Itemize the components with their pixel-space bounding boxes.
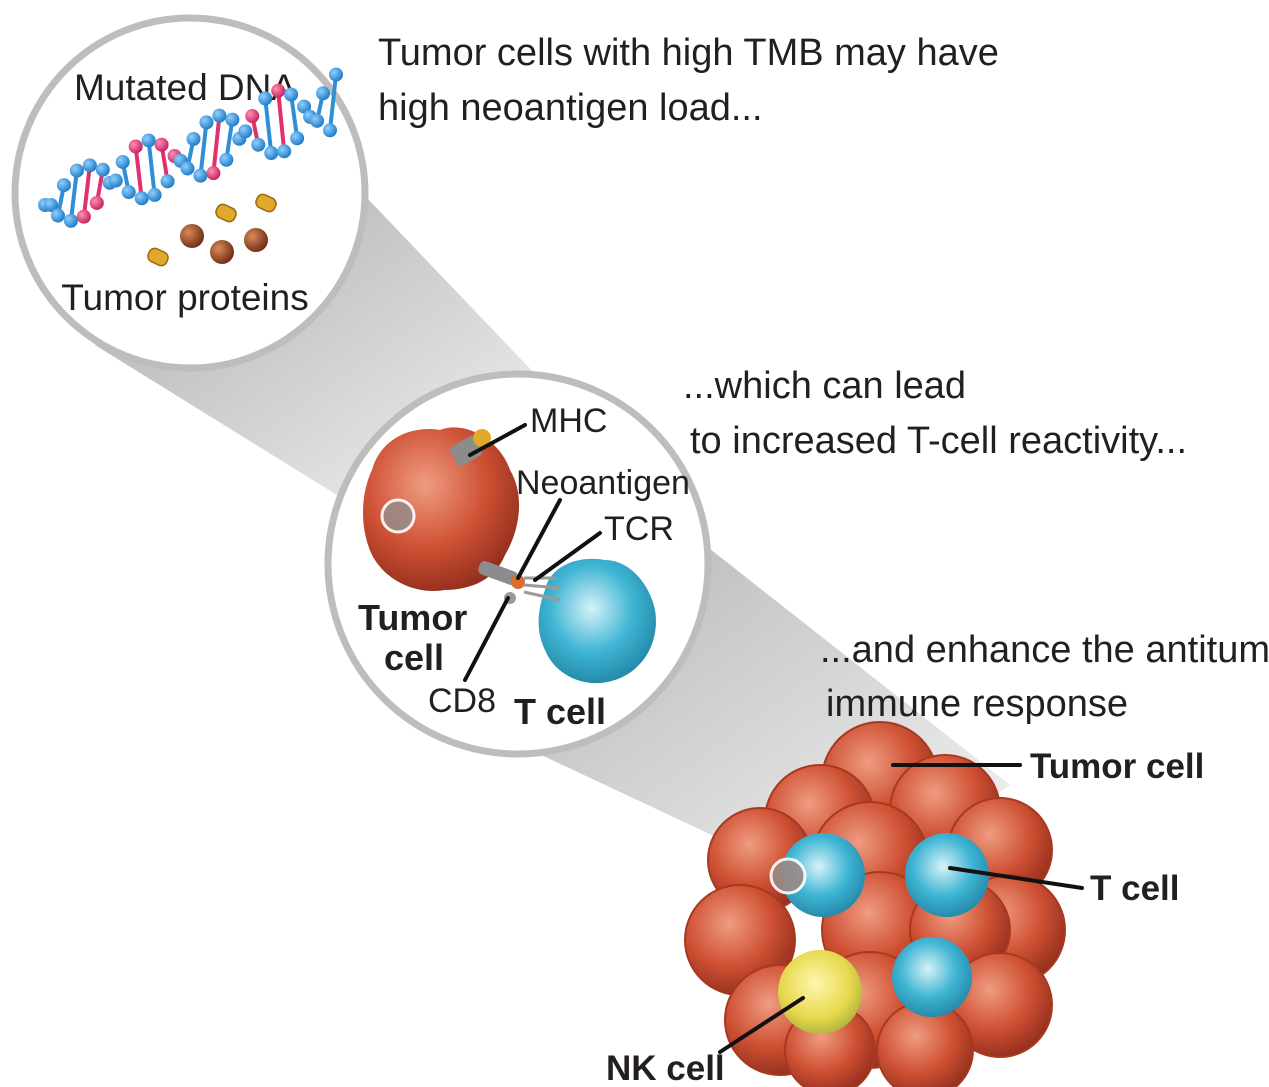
synapse-tumor-cell-label-line1: Tumor xyxy=(358,597,467,638)
tumor-proteins-label: Tumor proteins xyxy=(61,277,308,318)
dna-nucleotide xyxy=(160,174,175,189)
dna-nucleotide xyxy=(95,162,110,177)
dna-nucleotide xyxy=(284,87,299,102)
dna-nucleotide xyxy=(128,139,143,154)
dna-nucleotide xyxy=(69,163,84,178)
dna-nucleotide xyxy=(310,113,325,128)
caption-tmb-line1: Tumor cells with high TMB may have xyxy=(378,32,999,74)
dna-panel-circle xyxy=(11,14,369,372)
neoantigen-leader-line xyxy=(516,498,562,580)
dna-nucleotide xyxy=(199,115,214,130)
dna-nucleotide xyxy=(264,146,279,161)
dna-nucleotide xyxy=(82,158,97,173)
dna-nucleotide xyxy=(258,91,273,106)
t-cell-cluster-1 xyxy=(781,833,865,917)
dna-nucleotide xyxy=(245,109,260,124)
dna-nucleotide xyxy=(323,123,337,138)
dna-nucleotide xyxy=(316,86,331,101)
t-cell-cluster-2 xyxy=(905,833,989,917)
dna-base-pair xyxy=(211,115,222,174)
cd8-label: CD8 xyxy=(428,682,496,720)
nk-cell-leader xyxy=(718,996,805,1054)
mhc-leader-line xyxy=(468,423,527,457)
dna-nucleotide xyxy=(134,191,149,206)
nk-cell-label: NK cell xyxy=(606,1049,725,1087)
dna-nucleotide xyxy=(206,166,221,181)
dna-nucleotide xyxy=(89,195,104,210)
dna-base-pair xyxy=(133,146,144,199)
caption-tcell-line1: ...which can lead xyxy=(683,365,966,407)
cd8-leader-line xyxy=(463,596,510,682)
tumor-cell-icon xyxy=(363,427,520,591)
dna-nucleotide xyxy=(76,209,91,224)
dna-nucleotide xyxy=(193,168,208,183)
dna-nucleotide xyxy=(121,185,136,200)
caption-antitumor-line1: ...and enhance the antitumor xyxy=(820,629,1269,671)
dna-nucleotide xyxy=(154,137,169,152)
dna-base-pair xyxy=(263,98,274,154)
dna-base-pair xyxy=(81,165,92,217)
dna-nucleotide xyxy=(290,131,305,146)
caption-tmb-line2: high neoantigen load... xyxy=(378,87,763,129)
dna-panel: Mutated DNA Tumor proteins xyxy=(11,14,369,372)
dna-nucleotide xyxy=(63,213,78,228)
neoantigen-label: Neoantigen xyxy=(516,464,690,502)
synapse-t-cell-label: T cell xyxy=(514,691,606,732)
dna-nucleotide xyxy=(225,112,240,127)
tcr-leader-line xyxy=(533,531,602,582)
cluster-t-cell-label: T cell xyxy=(1090,869,1179,908)
cluster-tumor-cell-label: Tumor cell xyxy=(1030,747,1204,786)
dna-nucleotide xyxy=(50,208,65,223)
dna-nucleotide xyxy=(251,137,266,152)
dna-nucleotide xyxy=(56,178,71,193)
mhc-icon xyxy=(449,429,491,467)
dna-nucleotide xyxy=(219,152,234,167)
dna-nucleotide xyxy=(212,108,227,123)
cell-cluster xyxy=(684,721,1066,1087)
tumor-proteins-icon xyxy=(147,193,277,267)
t-cell-cluster-3 xyxy=(892,937,972,1017)
dna-base-pair xyxy=(276,90,287,152)
dna-nucleotide xyxy=(141,133,156,148)
dna-nucleotide xyxy=(44,198,58,212)
dna-nucleotide xyxy=(238,124,253,139)
dna-base-pair xyxy=(289,94,300,139)
dna-nucleotide xyxy=(186,131,201,146)
dna-base-pair xyxy=(68,170,79,221)
dna-nucleotide xyxy=(277,144,292,159)
dna-nucleotide xyxy=(329,67,343,82)
caption-antitumor-line2: immune response xyxy=(826,683,1128,725)
dna-helix-icon xyxy=(38,67,343,228)
dna-nucleotide xyxy=(108,173,123,188)
synapse-tumor-cell-label-line2: cell xyxy=(384,637,444,678)
dna-nucleotide xyxy=(147,187,162,202)
t-cell-icon xyxy=(538,558,656,684)
dna-nucleotide xyxy=(271,83,286,98)
dna-nucleotide xyxy=(115,154,130,169)
nk-cell-icon xyxy=(778,950,862,1034)
caption-tcell-line2: to increased T-cell reactivity... xyxy=(690,420,1187,462)
mhc-label: MHC xyxy=(530,402,607,440)
tumor-cell-nucleus xyxy=(380,498,416,534)
tcr-label: TCR xyxy=(604,510,674,548)
dna-base-pair xyxy=(328,74,338,131)
cluster-t-cell-leader xyxy=(948,866,1084,890)
dna-nucleotide xyxy=(180,161,195,176)
cluster-nucleus xyxy=(769,857,807,895)
synapse-panel: MHC Neoantigen TCR CD8 Tumor cell T cell xyxy=(324,370,712,758)
dna-nucleotide xyxy=(297,99,312,114)
dna-base-pair xyxy=(198,122,209,176)
dna-base-pair xyxy=(146,140,157,196)
